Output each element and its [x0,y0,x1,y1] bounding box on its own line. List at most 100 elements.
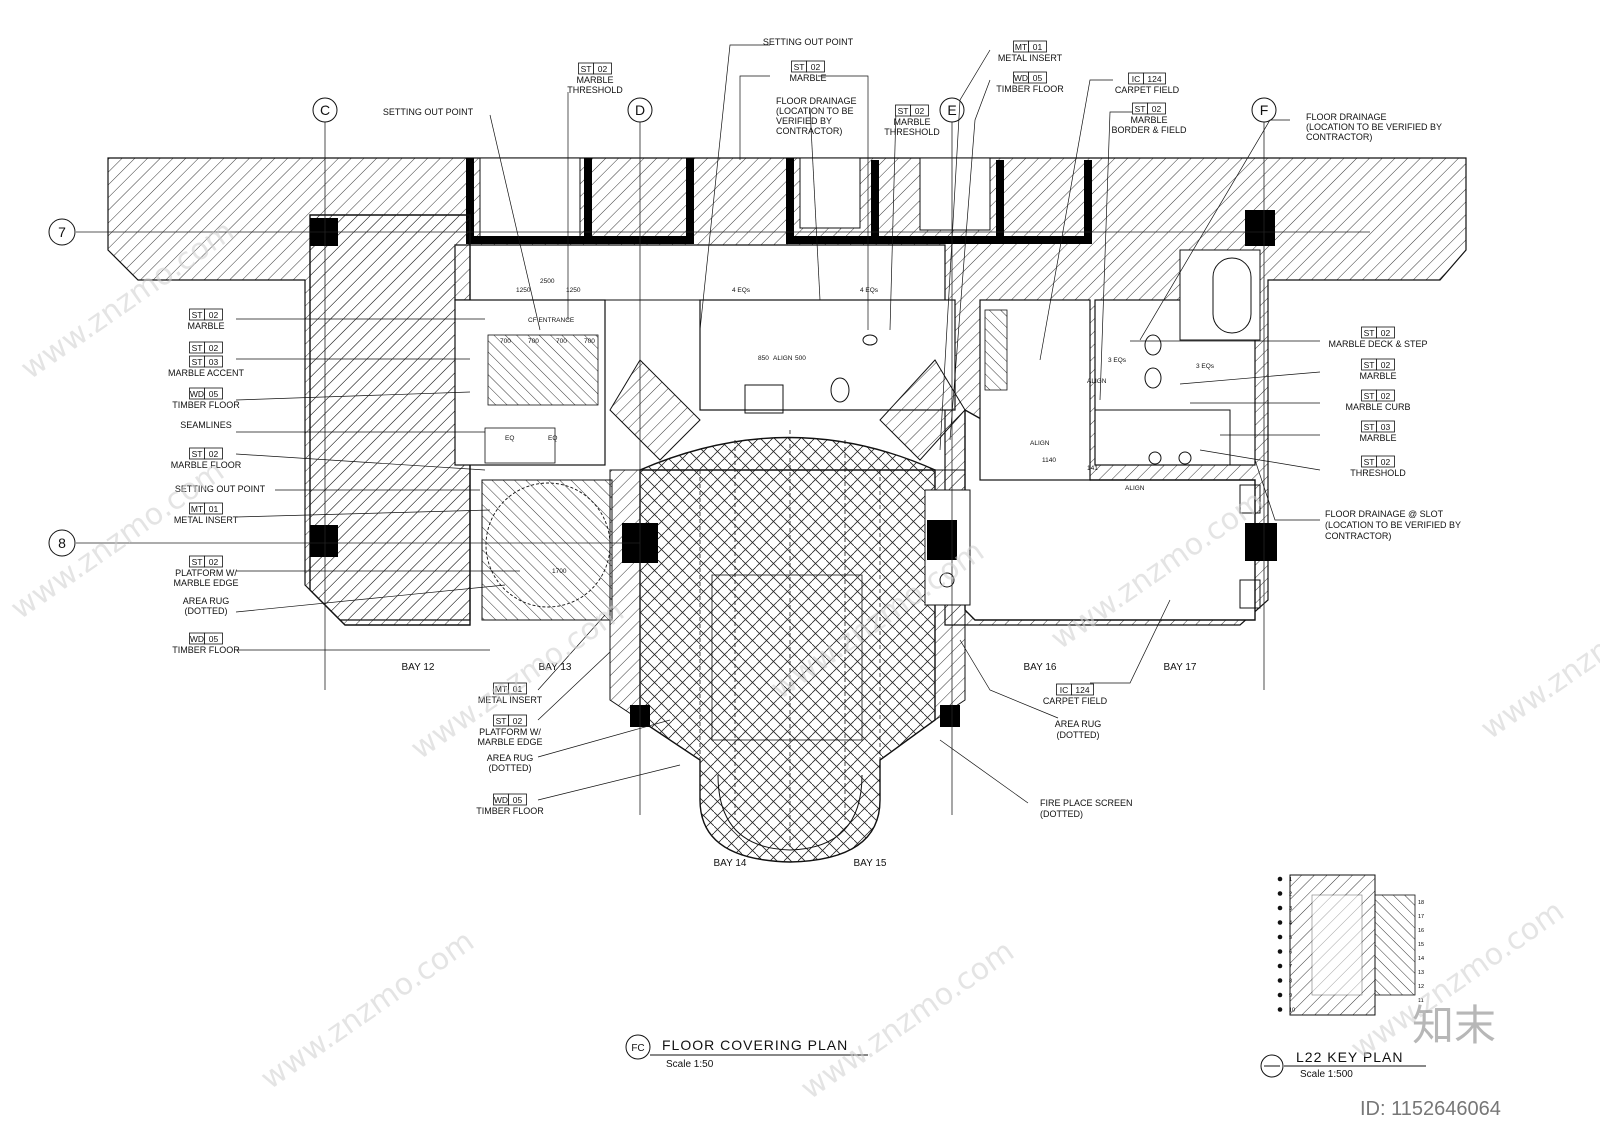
bay-label: BAY 16 [1024,662,1057,673]
plan-title: FLOOR COVERING PLAN [662,1037,848,1053]
key-grid-dot [1277,891,1283,896]
tag-description: THRESHOLD [567,85,623,95]
tag-description: AREA RUG [183,596,230,606]
tag-description: AREA RUG [1055,719,1102,729]
tag-description: THRESHOLD [1350,468,1406,478]
tag-description: MARBLE [893,117,930,127]
key-grid-dot [1277,978,1283,983]
grid-bubble-8: 8 [48,529,76,557]
tag-num-box [1028,40,1047,53]
bay-label: BAY 12 [402,662,435,673]
dimension-label: 700 [528,338,539,345]
tag-description: (DOTTED) [1057,730,1100,740]
tag-num-box [204,632,223,645]
tag-num-box [204,387,223,400]
tag-number: 02 [1152,104,1162,114]
tag-description: METAL INSERT [998,53,1063,63]
grid-label-F: F [1260,102,1269,118]
tag-description: (DOTTED) [1040,809,1083,819]
grid-label-D: D [635,102,645,118]
tag-num-box [204,308,223,321]
tag-description: AREA RUG [487,753,534,763]
tag-code: WD [1014,73,1028,83]
master-bathroom [1094,249,1261,466]
tag-description: TIMBER FLOOR [172,645,240,655]
dimension-label: 700 [584,338,595,345]
tag-num-box [1376,455,1395,468]
key-grid-dot [1277,949,1283,954]
tag-num-box [1071,683,1094,696]
key-plan-number: 2 [1289,892,1292,898]
annotation-tag: SETTING OUT POINT [175,484,266,494]
key-plan-number: 10 [1289,1008,1295,1014]
tag-code: ST [1364,328,1375,338]
tag-code: ST [1364,391,1375,401]
leader-lines [235,44,1321,804]
tag-code: WD [190,389,204,399]
tag-description: PLATFORM W/ [175,568,237,578]
right-dressing-room [979,299,1091,481]
tag-description: (LOCATION TO BE [776,106,854,116]
grid-label-7: 7 [58,224,66,240]
watermark-id: ID: 1152646064 [1360,1098,1501,1120]
bay-label: BAY 15 [854,858,887,869]
tag-description: (LOCATION TO BE VERIFIED BY [1325,520,1461,530]
tag-number: 02 [1381,328,1391,338]
tag-number: 02 [209,449,219,459]
tag-description: CARPET FIELD [1115,85,1180,95]
central-hall [609,359,966,863]
key-plan-number: 15 [1418,942,1424,948]
tag-number: 05 [209,634,219,644]
tag-number: 05 [513,795,523,805]
tag-description: SEAMLINES [180,420,232,430]
dimension-labels: 2500 1250 1250 700 700 700 700 EQ EQ 850… [500,278,1215,575]
tag-num-box [204,447,223,460]
tag-description: PLATFORM W/ [479,727,541,737]
key-plan-scale: Scale 1:500 [1300,1069,1353,1080]
grid-bubble-7: 7 [48,218,76,246]
tag-num-box [508,682,527,695]
tag-code: ST [1364,422,1375,432]
tag-code: IC [1060,685,1069,695]
tag-code: ST [192,357,203,367]
tag-number: 02 [1381,391,1391,401]
tag-code: WD [494,795,508,805]
tag-number: 01 [209,504,219,514]
tag-number: 01 [513,684,523,694]
tag-description: MARBLE [576,75,613,85]
tag-number: 02 [209,343,219,353]
tag-description: CONTRACTOR) [1306,132,1372,142]
bay-label: BAY 14 [714,858,747,869]
dimension-label: 1140 [1042,457,1056,464]
tag-number: 02 [209,310,219,320]
dimension-label: ALIGN [1087,378,1107,385]
dimension-label: ALIGN [1125,485,1145,492]
tag-description: SETTING OUT POINT [763,37,854,47]
tag-description: CONTRACTOR) [1325,531,1391,541]
dimension-label: 700 [556,338,567,345]
key-plan-number: 18 [1418,900,1424,906]
tag-code: ST [1364,457,1375,467]
tag-number: 02 [1381,360,1391,370]
tag-description: VERIFIED BY [776,116,832,126]
tag-number: 124 [1075,685,1089,695]
tag-description: (DOTTED) [185,606,228,616]
grid-bubble-C: C [312,97,338,123]
tag-num-box [806,60,825,73]
tag-num-box [1376,358,1395,371]
tag-number: 02 [1381,457,1391,467]
